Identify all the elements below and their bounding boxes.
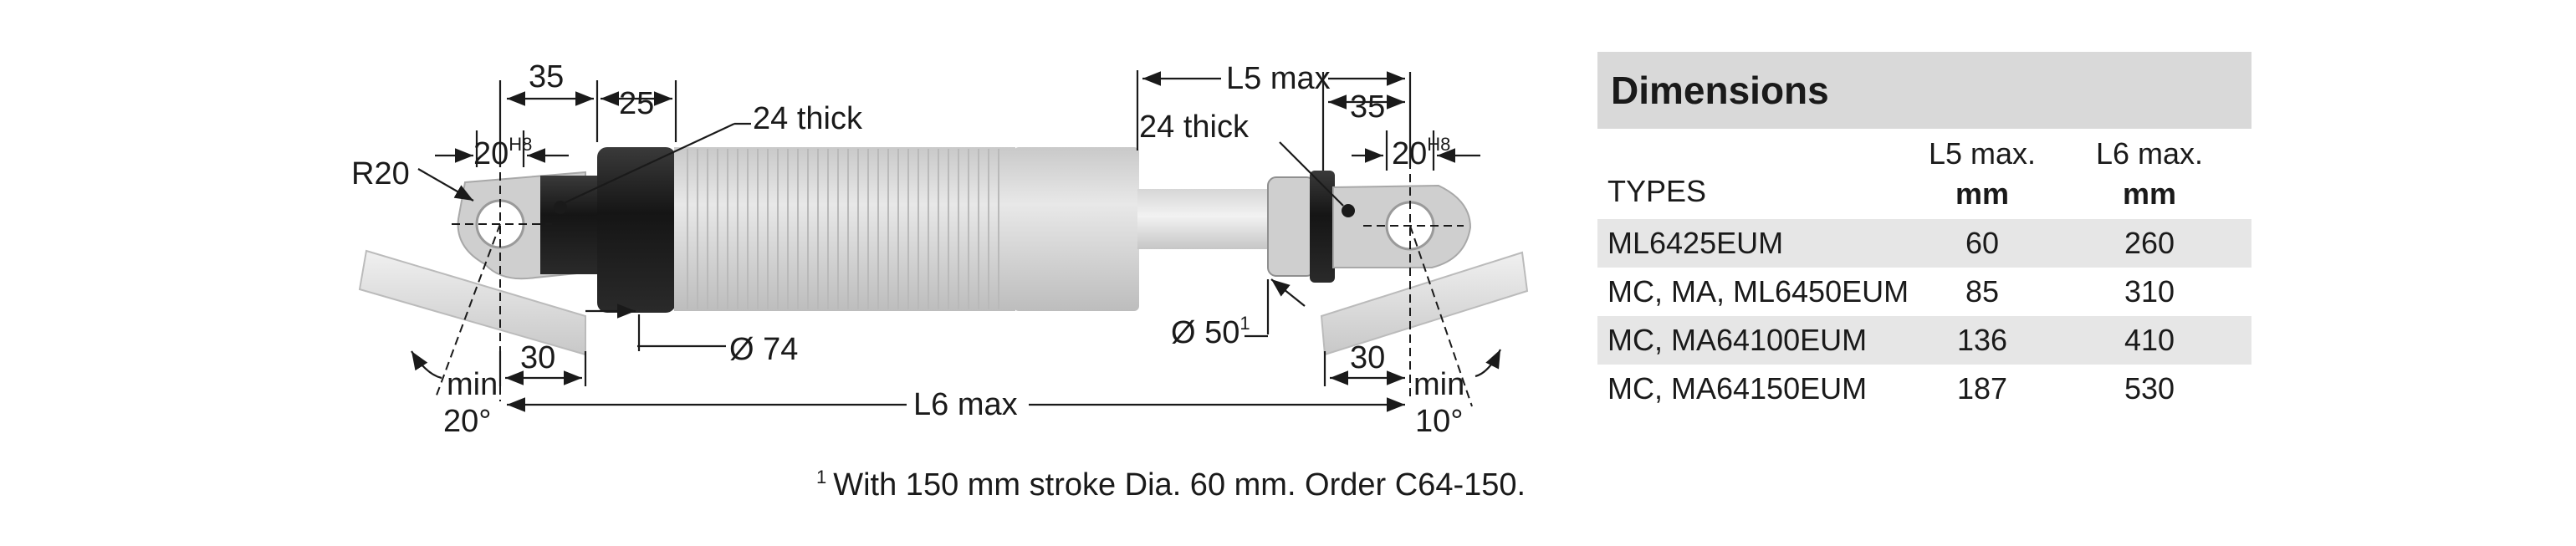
label-right-min: min [1413,367,1464,402]
label-right-thickness: 24 thick [1139,110,1250,145]
cell-l6: 260 [2124,226,2175,260]
footnote-marker: 1 [816,467,826,487]
label-l6: L6 max [913,387,1018,422]
label-l5: L5 max [1226,61,1331,96]
footnote-text: With 150 mm stroke Dia. 60 mm. Order C64… [833,467,1526,503]
cell-type: MC, MA64100EUM [1607,323,1868,357]
dimension-labels: 35 25 24 thick R20 20H8 Ø 74 30 min 20° … [351,59,1464,439]
label-body-diameter: Ø 74 [729,332,798,367]
footnote: 1 With 150 mm stroke Dia. 60 mm. Order C6… [816,467,1526,503]
center-lines [434,159,1473,407]
cell-l5: 60 [1965,226,2000,260]
header-l5-unit: mm [1955,176,2010,211]
right-mounting-bracket [1320,251,1529,356]
piston-rod [1137,189,1270,249]
label-left-angle: 20° [443,404,491,439]
label-left-collar-width: 25 [619,86,654,121]
left-dark-collar [597,147,676,313]
label-left-offset: 30 [520,340,555,375]
header-l6-label: L6 max. [2095,136,2204,171]
cylinder-tube [1014,147,1139,311]
right-pin-dot [1342,204,1355,217]
label-right-hole: 20H8 [1392,134,1450,171]
table-row: ML6425EUM 60 260 [1597,219,2251,268]
table-row: MC, MA, ML6450EUM 85 310 [1597,268,2251,316]
cell-type: MC, MA64150EUM [1607,371,1868,406]
cell-l5: 187 [1956,371,2008,406]
cell-l6: 310 [2124,274,2175,309]
label-left-min: min [447,367,498,402]
dimensions-table: Dimensions TYPES L5 max. mm L6 max. mm M… [1597,52,2251,413]
cell-l6: 410 [2124,323,2175,357]
cell-l5: 136 [1956,323,2008,357]
table-row: MC, MA64150EUM 187 530 [1597,365,2251,413]
cylinder-dimension-drawing: 35 25 24 thick R20 20H8 Ø 74 30 min 20° … [351,59,1529,503]
cell-type: ML6425EUM [1607,226,1784,260]
cell-l5: 85 [1965,274,2000,309]
header-types: TYPES [1607,174,1707,208]
table-header: TYPES L5 max. mm L6 max. mm [1597,129,2251,219]
label-right-pin-spacing: 35 [1350,89,1385,125]
label-right-offset: 30 [1350,340,1385,375]
label-rod-diameter: Ø 501 [1171,313,1250,350]
header-l6: L6 max. mm [2074,134,2225,214]
cell-l6: 530 [2124,371,2175,406]
cell-type: MC, MA, ML6450EUM [1607,274,1909,309]
label-radius: R20 [351,156,410,191]
header-l5-label: L5 max. [1928,136,2037,171]
label-left-pin-spacing: 35 [529,59,564,94]
label-right-angle: 10° [1415,404,1463,439]
header-l5: L5 max. mm [1907,134,2057,214]
label-left-hole: 20H8 [473,134,532,171]
label-left-thickness: 24 thick [753,101,863,136]
threaded-body [674,147,1015,311]
dimension-lines [411,70,1501,412]
table-title: Dimensions [1597,52,2251,129]
table-row: MC, MA64100EUM 136 410 [1597,316,2251,365]
header-l6-unit: mm [2122,176,2177,211]
